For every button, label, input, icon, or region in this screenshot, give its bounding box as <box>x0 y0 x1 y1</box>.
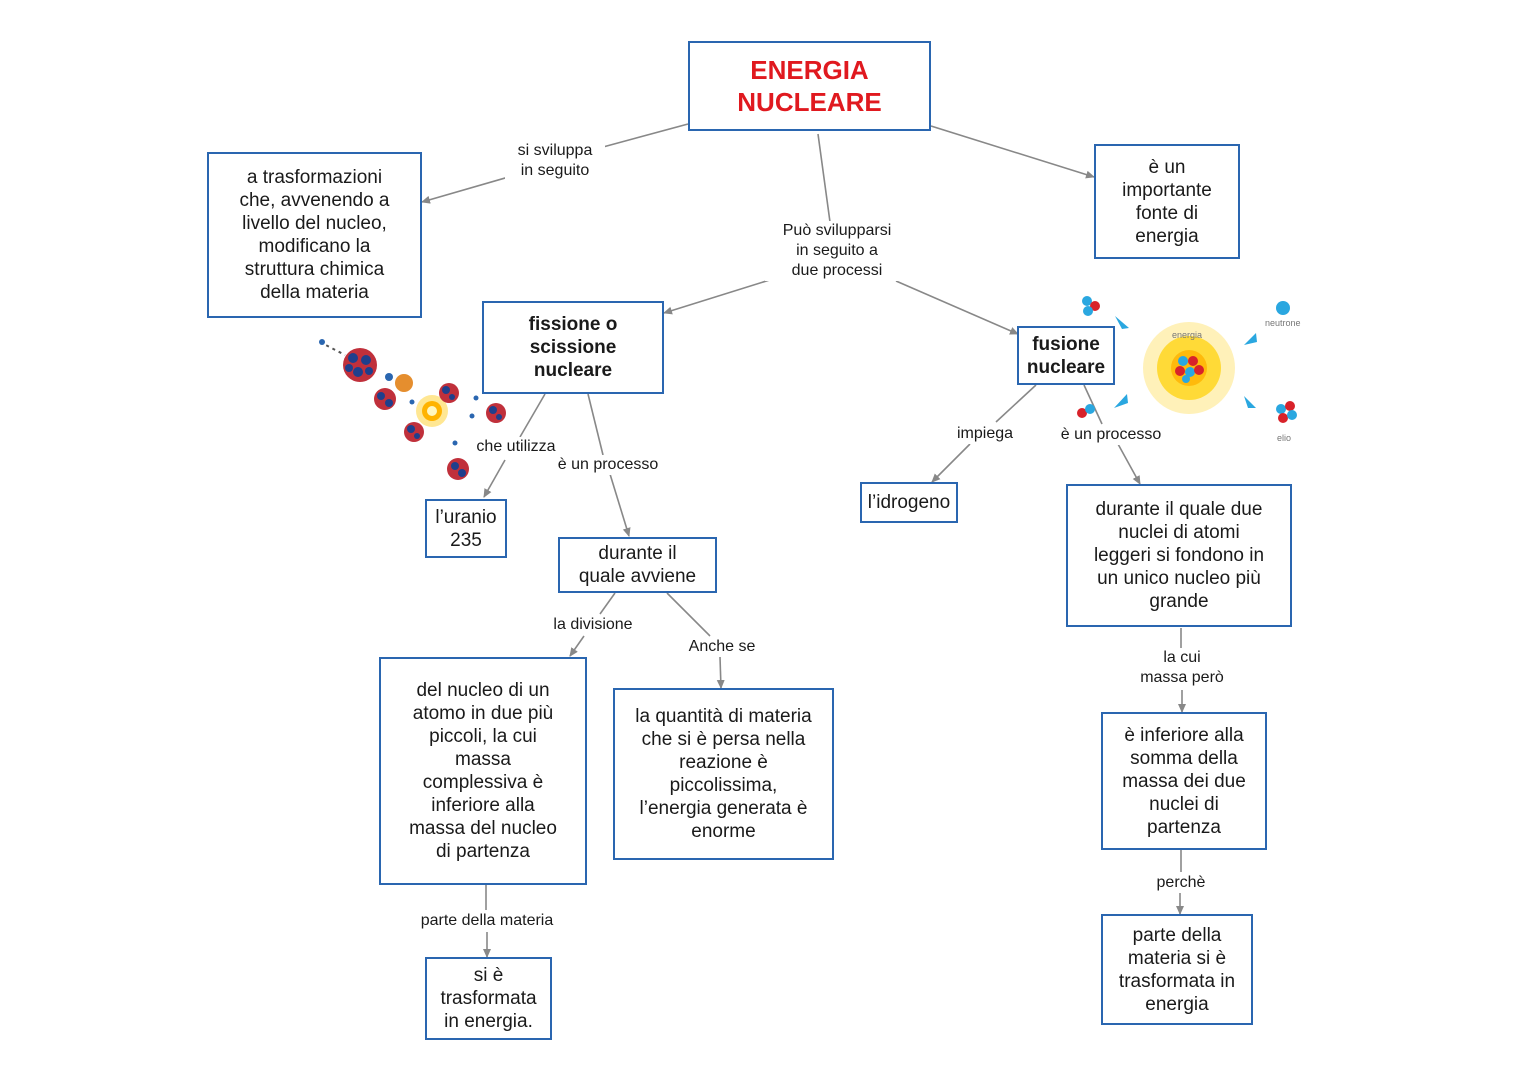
node-idrogeno-text: l’idrogeno <box>867 492 951 513</box>
node-inferiore-text: è inferiore alla somma della massa dei d… <box>1122 724 1246 838</box>
fission-illustration <box>319 339 506 480</box>
link-impiega: impiega <box>945 424 1025 444</box>
root-title: ENERGIA NUCLEARE <box>737 55 882 117</box>
node-idrogeno: l’idrogeno <box>860 482 958 523</box>
node-durante-fusione-text: durante il quale due nuclei di atomi leg… <box>1093 499 1265 612</box>
node-trasformata: si è trasformata in energia. <box>425 957 552 1040</box>
node-fissione-text: fissione o scissione nucleare <box>528 314 618 381</box>
node-parte-materia-text: parte della materia si è trasformata in … <box>1118 924 1236 1015</box>
link-la-cui-massa: la cui massa però <box>1126 648 1238 688</box>
link-perche: perchè <box>1143 873 1219 893</box>
illustration-label-elio: elio <box>1277 433 1292 443</box>
illustration-label-neutrone: neutrone <box>1265 318 1301 328</box>
node-fusione: fusione nucleare <box>1017 326 1115 385</box>
link-la-divisione: la divisione <box>540 615 646 635</box>
node-fonte: è un importante fonte di energia <box>1094 144 1240 259</box>
node-fusione-text: fusione nucleare <box>1026 333 1106 378</box>
node-nucleo-atomo: del nucleo di un atomo in due più piccol… <box>379 657 587 885</box>
node-quantita-text: la quantità di materia che si è persa ne… <box>635 706 812 842</box>
fusion-illustration <box>1077 296 1297 423</box>
link-che-utilizza: che utilizza <box>466 437 566 457</box>
link-si-sviluppa: si sviluppa in seguito <box>505 141 605 181</box>
node-inferiore: è inferiore alla somma della massa dei d… <box>1101 712 1267 850</box>
node-trasformata-text: si è trasformata in energia. <box>440 965 537 1032</box>
node-trasformazioni: a trasformazioni che, avvenendo a livell… <box>207 152 422 318</box>
node-parte-materia: parte della materia si è trasformata in … <box>1101 914 1253 1025</box>
root-node: ENERGIA NUCLEARE <box>688 41 931 131</box>
node-trasformazioni-text: a trasformazioni che, avvenendo a livell… <box>239 167 390 303</box>
link-anche-se: Anche se <box>676 637 768 657</box>
link-parte-della-materia: parte della materia <box>406 911 568 931</box>
link-e-un-processo-2: è un processo <box>1048 425 1174 445</box>
node-durante-fusione: durante il quale due nuclei di atomi leg… <box>1066 484 1292 627</box>
node-uranio-text: l’uranio 235 <box>435 506 497 551</box>
node-fissione: fissione o scissione nucleare <box>482 301 664 394</box>
illustration-label-energia: energia <box>1172 330 1203 340</box>
link-e-un-processo-1: è un processo <box>546 455 670 475</box>
node-nucleo-atomo-text: del nucleo di un atomo in due più piccol… <box>409 680 557 862</box>
node-durante-quale-text: durante il quale avviene <box>578 543 697 587</box>
node-quantita: la quantità di materia che si è persa ne… <box>613 688 834 860</box>
node-durante-quale: durante il quale avviene <box>558 537 717 593</box>
node-fonte-text: è un importante fonte di energia <box>1122 156 1212 247</box>
node-uranio: l’uranio 235 <box>425 499 507 558</box>
link-puo-svilupparsi: Può svilupparsi in seguito a due process… <box>765 221 909 281</box>
